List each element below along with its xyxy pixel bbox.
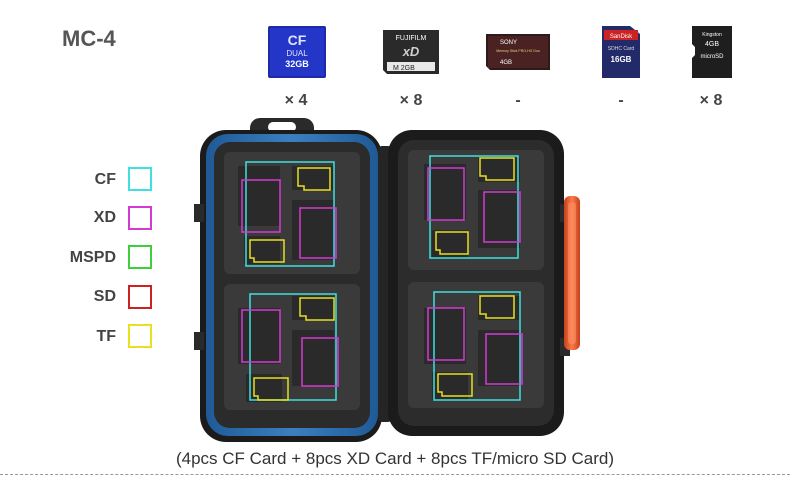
sd-card-text-2: SDHC Card	[608, 46, 635, 52]
mspd-card-text-2: Memory Stick PRO-HG Duo	[496, 49, 540, 53]
legend-label-mspd: MSPD	[69, 249, 116, 266]
tf-card-text-2: 4GB	[705, 41, 719, 48]
cf-card-text-1: CF	[288, 32, 307, 48]
tf-count: × 8	[699, 92, 723, 109]
cf-card-icon: CF DUAL 32GB	[268, 26, 326, 78]
tf-card-text-3: microSD	[700, 54, 724, 60]
legend-swatch-sd	[128, 285, 152, 309]
memory-card-case-image	[194, 118, 580, 442]
xd-card-text-2: xD	[402, 44, 420, 59]
xd-card-icon: FUJIFILM xD M 2GB	[383, 30, 439, 74]
mspd-card-text-3: 4GB	[500, 60, 512, 66]
sd-card-text-3: 16GB	[611, 55, 632, 64]
legend-label-cf: CF	[94, 171, 116, 188]
legend-label-sd: SD	[93, 288, 116, 305]
tf-card-text-1: Kingston	[702, 32, 722, 38]
mspd-count: -	[515, 92, 521, 109]
case-left-half	[194, 118, 382, 442]
card-icons-strip: CF DUAL 32GB FUJIFILM xD M 2GB SONY Memo…	[268, 26, 732, 78]
xd-count: × 8	[399, 92, 423, 109]
cf-card-text-3: 32GB	[285, 59, 309, 69]
legend-swatch-cf	[128, 167, 152, 191]
case-right-half	[388, 130, 570, 436]
sd-count: -	[618, 92, 624, 109]
mspd-card-icon: SONY Memory Stick PRO-HG Duo 4GB	[486, 34, 550, 70]
sd-card-text-1: SanDisk	[610, 34, 633, 40]
bottom-divider	[0, 474, 790, 475]
legend-label-xd: XD	[93, 209, 116, 226]
cf-count: × 4	[284, 92, 308, 109]
xd-card-text-3: M 2GB	[393, 65, 415, 72]
legend-swatch-mspd	[128, 245, 152, 269]
legend-label-tf: TF	[96, 328, 116, 345]
legend-swatch-tf	[128, 324, 152, 348]
caption: (4pcs CF Card + 8pcs XD Card + 8pcs TF/m…	[175, 449, 615, 468]
cf-card-text-2: DUAL	[286, 49, 308, 58]
tf-card-icon: Kingston 4GB microSD	[692, 26, 732, 78]
sd-card-icon: SanDisk SDHC Card 16GB	[602, 26, 640, 78]
mspd-card-text-1: SONY	[500, 40, 517, 46]
case-orange-latch	[564, 196, 580, 350]
legend-swatch-xd	[128, 206, 152, 230]
model-title: MC-4	[62, 26, 116, 51]
xd-card-text-1: FUJIFILM	[396, 35, 427, 42]
